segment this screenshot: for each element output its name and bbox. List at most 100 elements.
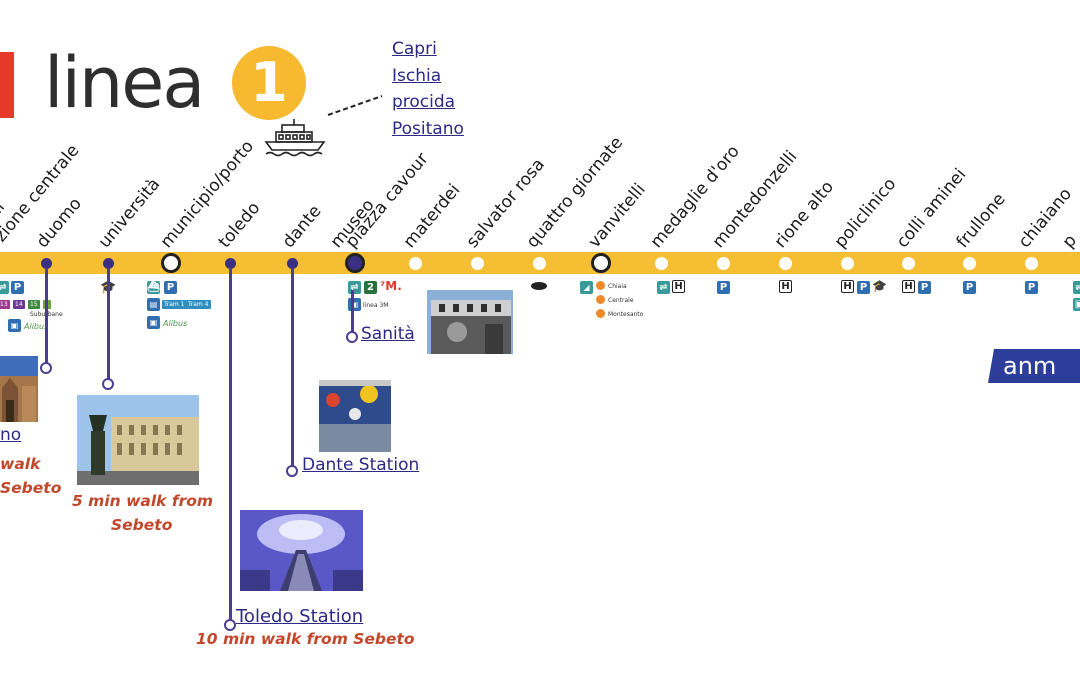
callout-line-toledo bbox=[229, 268, 232, 622]
metro-m-icon: ⁷M. bbox=[380, 279, 402, 293]
station-dot-duomo[interactable] bbox=[41, 258, 52, 269]
station-dot-rione-alto[interactable] bbox=[779, 257, 792, 270]
bus-icon: ▣ bbox=[8, 319, 21, 332]
station-dot-montedonzelli[interactable] bbox=[717, 257, 730, 270]
train-icon-museo: ⇌ bbox=[348, 281, 361, 294]
parking-icon-montedonzelli: P bbox=[717, 281, 730, 294]
university-icon-policlinico: 🎓 bbox=[872, 279, 887, 293]
station-dot-colli-aminei[interactable] bbox=[902, 257, 915, 270]
funicular-chiaia-label: Chiaia bbox=[608, 283, 627, 290]
station-dot-vanvitelli[interactable] bbox=[591, 253, 611, 273]
station-dot-materdei[interactable] bbox=[409, 257, 422, 270]
dante-station-photo bbox=[319, 380, 391, 452]
train-icon-medaglie: ⇌ bbox=[657, 281, 670, 294]
station-label-next: p bbox=[1058, 230, 1080, 252]
line-number-badge: 1 bbox=[232, 46, 306, 120]
operator-logo: anm bbox=[988, 349, 1080, 383]
parking-icon-municipio: P bbox=[164, 281, 177, 294]
line-chip-13: 13 bbox=[0, 300, 10, 309]
station-label-vanvitelli: vanvitelli bbox=[584, 179, 650, 252]
bus-icon-museo: ▣ bbox=[348, 298, 361, 311]
station-dot-universita[interactable] bbox=[103, 258, 114, 269]
universita-photo bbox=[77, 395, 199, 485]
funicular-icon: ◢ bbox=[580, 281, 593, 294]
station-label-rione-alto: rione alto bbox=[770, 177, 839, 252]
attraction-link-dante-station[interactable]: Dante Station bbox=[302, 455, 420, 475]
bus-icon-municipio: ▣ bbox=[147, 316, 160, 329]
station-dot-quattro-giornate[interactable] bbox=[533, 257, 546, 270]
line-title: linea bbox=[44, 42, 205, 124]
station-dot-museo[interactable] bbox=[345, 253, 365, 273]
station-dot-toledo[interactable] bbox=[225, 258, 236, 269]
stadium-icon bbox=[531, 282, 547, 290]
callout-line-sanita bbox=[351, 290, 354, 334]
alibus-label-municipio: Alibus bbox=[163, 319, 188, 328]
tram-1-chip: Tram 1 bbox=[162, 300, 187, 309]
duomo-photo bbox=[0, 356, 38, 422]
train-icon-next: ⇌ bbox=[1073, 281, 1080, 294]
ferry-link-positano[interactable]: Positano bbox=[392, 118, 464, 139]
callout-end-toledo bbox=[224, 619, 236, 631]
toledo-station-photo bbox=[240, 510, 363, 591]
ferry-icon bbox=[264, 119, 326, 157]
line-chip-14: 14 bbox=[13, 300, 25, 309]
parking-icon: P bbox=[11, 281, 24, 294]
funicular-dot-montesanto bbox=[596, 309, 605, 318]
hospital-icon-rione-alto: H bbox=[779, 280, 792, 293]
parking-icon-policlinico: P bbox=[857, 281, 870, 294]
station-dot-policlinico[interactable] bbox=[841, 257, 854, 270]
bus-icon-next: ▣ bbox=[1073, 298, 1080, 311]
ferry-link-ischia[interactable]: Ischia bbox=[392, 65, 442, 86]
attraction-link-duomo[interactable]: no bbox=[0, 425, 22, 445]
callout-end-sanita bbox=[346, 331, 358, 343]
parking-icon-colli-aminei: P bbox=[918, 281, 931, 294]
ferry-service-icon: ⛴ bbox=[147, 281, 160, 294]
linea-3m-label: linea 3M bbox=[363, 302, 389, 309]
station-label-dante: dante bbox=[278, 201, 326, 252]
station-dot-dante[interactable] bbox=[287, 258, 298, 269]
hospital-icon-policlinico: H bbox=[841, 280, 854, 293]
callout-line-duomo bbox=[45, 268, 48, 365]
funicular-centrale-label: Centrale bbox=[608, 297, 634, 304]
ferry-connector bbox=[327, 95, 383, 116]
walk-note-duomo-line2: Sebeto bbox=[0, 479, 62, 497]
station-label-toledo: toledo bbox=[214, 198, 265, 252]
walk-note-universita-line2: Sebeto bbox=[111, 516, 173, 534]
callout-end-duomo bbox=[40, 362, 52, 374]
attraction-link-sanita[interactable]: Sanità bbox=[361, 324, 415, 344]
parking-icon-frullone: P bbox=[963, 281, 976, 294]
station-label-universita: università bbox=[94, 174, 165, 252]
tram-icon: ▤ bbox=[147, 298, 160, 311]
tram-4-chip: Tram 4 bbox=[186, 300, 211, 309]
hospital-icon-medaglie: H bbox=[672, 280, 685, 293]
hospital-icon-colli-aminei: H bbox=[902, 280, 915, 293]
station-label-materdei: materdei bbox=[399, 180, 465, 252]
station-dot-medaglie-doro[interactable] bbox=[655, 257, 668, 270]
station-label-frullone: frullone bbox=[952, 189, 1010, 252]
station-dot-salvator-rosa[interactable] bbox=[471, 257, 484, 270]
ferry-link-procida[interactable]: procida bbox=[392, 92, 456, 112]
ferry-link-capri[interactable]: Capri bbox=[392, 39, 437, 59]
attraction-link-toledo-station[interactable]: Toledo Station bbox=[236, 606, 364, 627]
line-chip-15: 15 bbox=[28, 300, 40, 309]
operator-logo-text: anm bbox=[1003, 352, 1057, 380]
brand-logo-mark bbox=[0, 52, 14, 118]
callout-end-dante bbox=[286, 465, 298, 477]
ferry-destinations: Capri Ischia procida Positano bbox=[392, 36, 464, 142]
line-2-badge: 2 bbox=[364, 281, 377, 294]
alibus-label-garibaldi: Alibus bbox=[24, 322, 49, 331]
callout-line-universita bbox=[107, 268, 110, 381]
funicular-dot-chiaia bbox=[596, 281, 605, 290]
station-dot-municipio[interactable] bbox=[161, 253, 181, 273]
walk-note-duomo-line1: walk bbox=[0, 455, 41, 473]
station-label-policlinico: policlinico bbox=[830, 174, 901, 252]
station-dot-frullone[interactable] bbox=[963, 257, 976, 270]
funicular-montesanto-label: Montesanto bbox=[608, 311, 644, 318]
parking-icon-chiaiano: P bbox=[1025, 281, 1038, 294]
callout-line-dante bbox=[291, 268, 294, 468]
walk-note-universita-line1: 5 min walk from bbox=[72, 492, 214, 510]
walk-note-toledo: 10 min walk from Sebeto bbox=[196, 630, 415, 648]
train-icon: ⇌ bbox=[0, 281, 9, 294]
station-dot-chiaiano[interactable] bbox=[1025, 257, 1038, 270]
callout-end-universita bbox=[102, 378, 114, 390]
